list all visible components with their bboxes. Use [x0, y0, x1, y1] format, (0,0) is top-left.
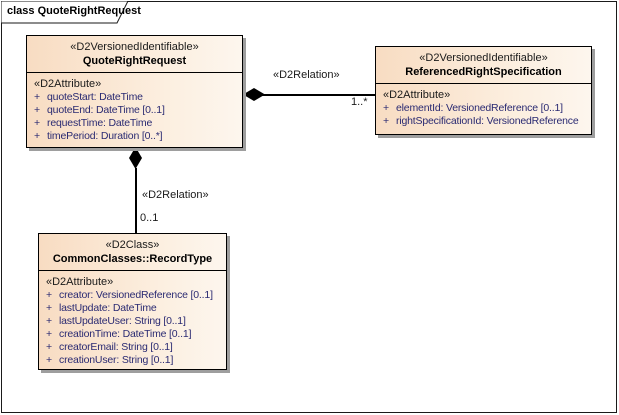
attribute-text: creationUser: String [0..1] [59, 354, 174, 366]
attribute-row: + rightSpecificationId: VersionedReferen… [376, 115, 591, 128]
visibility-sign: + [46, 354, 53, 366]
relation-stereotype-label: «D2Relation» [142, 189, 209, 201]
class-stereotype: «D2VersionedIdentifiable» [70, 41, 199, 53]
class-quoterightrequest[interactable]: «D2VersionedIdentifiable» QuoteRightRequ… [26, 35, 243, 148]
attribute-text: rightSpecificationId: VersionedReference [396, 115, 579, 127]
attribute-compartment: «D2Attribute» + quoteStart: DateTime + q… [27, 73, 242, 147]
relation-line[interactable] [262, 94, 375, 96]
attribute-compartment: «D2Attribute» + elementId: VersionedRefe… [376, 84, 591, 132]
attribute-text: quoteStart: DateTime [47, 91, 143, 103]
composition-diamond-icon [243, 88, 265, 101]
attribute-text: creationTime: DateTime [0..1] [59, 328, 192, 340]
visibility-sign: + [34, 130, 41, 142]
attribute-row: + creationUser: String [0..1] [39, 354, 226, 367]
attribute-row: + lastUpdate: DateTime [39, 302, 226, 315]
compartment-label: «D2Attribute» [383, 89, 451, 101]
frame-label-tab: class QuoteRightRequest [1, 1, 141, 24]
attribute-row: + creationTime: DateTime [0..1] [39, 328, 226, 341]
attribute-row: + elementId: VersionedReference [0..1] [376, 102, 591, 115]
compartment-label: «D2Attribute» [46, 276, 114, 288]
class-name: ReferencedRightSpecification [405, 66, 562, 78]
visibility-sign: + [46, 328, 53, 340]
relation-line[interactable] [135, 168, 137, 233]
class-header: «D2Class» CommonClasses::RecordType [39, 234, 226, 271]
attribute-text: lastUpdateUser: String [0..1] [59, 315, 186, 327]
class-name: QuoteRightRequest [82, 55, 187, 67]
class-header: «D2VersionedIdentifiable» QuoteRightRequ… [27, 36, 242, 73]
visibility-sign: + [46, 341, 53, 353]
attribute-row: + quoteEnd: DateTime [0..1] [27, 104, 242, 117]
attribute-text: elementId: VersionedReference [0..1] [396, 102, 563, 114]
class-recordtype[interactable]: «D2Class» CommonClasses::RecordType «D2A… [38, 233, 227, 370]
visibility-sign: + [34, 91, 41, 103]
attribute-text: requestTime: DateTime [47, 117, 153, 129]
relation-multiplicity: 0..1 [140, 212, 159, 224]
attribute-text: timePeriod: Duration [0..*] [47, 130, 163, 142]
composition-diamond-icon [129, 147, 142, 169]
class-stereotype: «D2VersionedIdentifiable» [419, 52, 548, 64]
class-header: «D2VersionedIdentifiable» ReferencedRigh… [376, 47, 591, 84]
compartment-label: «D2Attribute» [34, 78, 102, 90]
attribute-row: + lastUpdateUser: String [0..1] [39, 315, 226, 328]
frame-label: class QuoteRightRequest [7, 5, 141, 17]
relation-stereotype-label: «D2Relation» [273, 69, 340, 81]
class-referencedrightspecification[interactable]: «D2VersionedIdentifiable» ReferencedRigh… [375, 46, 592, 135]
visibility-sign: + [46, 289, 53, 301]
attribute-row: + creatorEmail: String [0..1] [39, 341, 226, 354]
attribute-text: creator: VersionedReference [0..1] [59, 289, 213, 301]
attribute-row: + quoteStart: DateTime [27, 91, 242, 104]
visibility-sign: + [34, 117, 41, 129]
attribute-row: + creator: VersionedReference [0..1] [39, 289, 226, 302]
attribute-text: creatorEmail: String [0..1] [59, 341, 173, 353]
visibility-sign: + [383, 115, 390, 127]
visibility-sign: + [46, 302, 53, 314]
class-name: CommonClasses::RecordType [52, 253, 213, 265]
visibility-sign: + [34, 104, 41, 116]
visibility-sign: + [46, 315, 53, 327]
frame-tab-shape [1, 1, 129, 24]
visibility-sign: + [383, 102, 390, 114]
relation-multiplicity: 1..* [351, 96, 368, 108]
attribute-row: + requestTime: DateTime [27, 117, 242, 130]
attribute-compartment: «D2Attribute» + creator: VersionedRefere… [39, 271, 226, 371]
attribute-text: lastUpdate: DateTime [59, 302, 157, 314]
attribute-row: + timePeriod: Duration [0..*] [27, 130, 242, 143]
attribute-text: quoteEnd: DateTime [0..1] [47, 104, 165, 116]
class-stereotype: «D2Class» [105, 239, 160, 251]
